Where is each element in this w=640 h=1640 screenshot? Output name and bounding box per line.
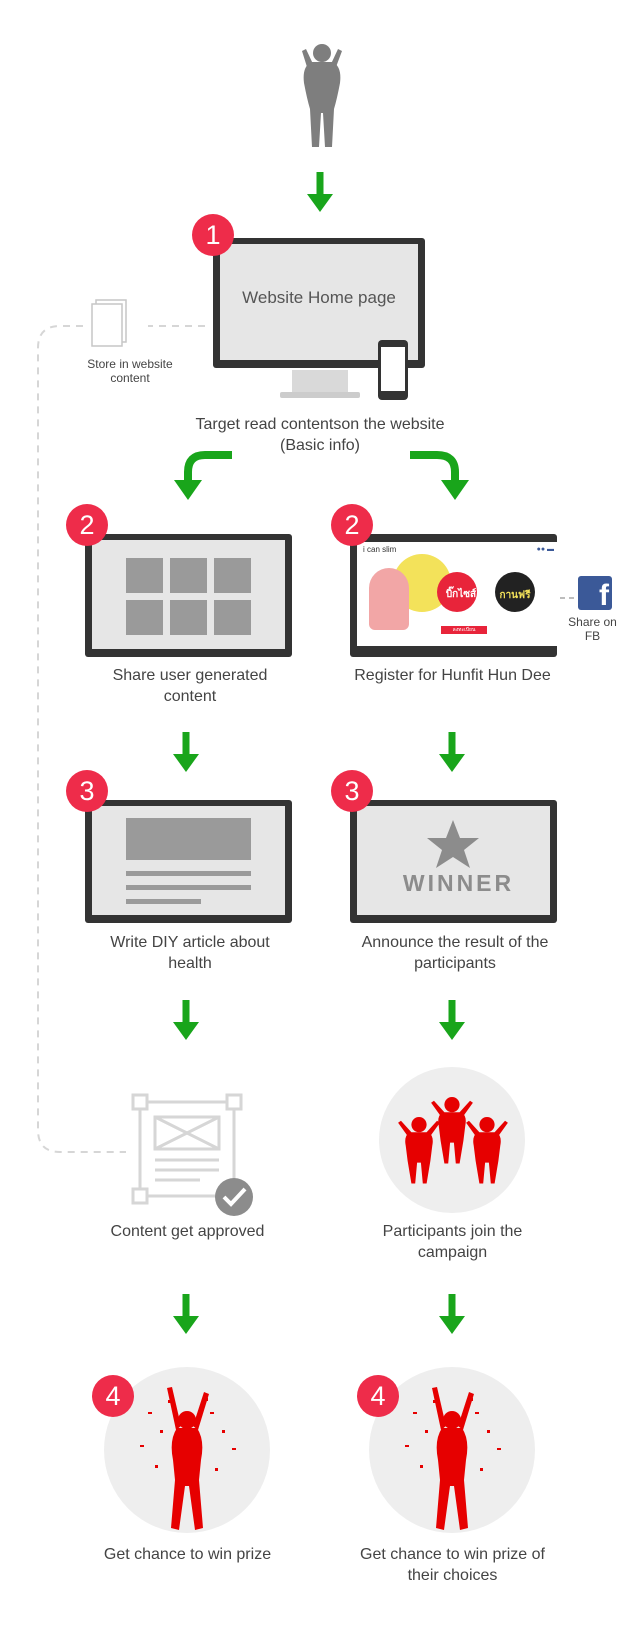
badge-step-2a: 2 <box>66 504 108 546</box>
document-icon <box>91 299 127 347</box>
banner-social-icons: ●● ▬ <box>536 546 554 553</box>
curved-arrow-left <box>184 451 232 484</box>
curved-arrow-right <box>410 451 459 484</box>
participants-label: Participants join the campaign <box>382 1223 523 1261</box>
arrow-3b <box>439 1000 465 1040</box>
share-fb-label: Share on FB <box>568 615 617 643</box>
arrow-4b <box>439 1294 465 1334</box>
facebook-icon: f <box>578 576 612 612</box>
check-icon <box>215 1178 253 1216</box>
winner-text: WINNER <box>402 870 515 896</box>
banner-register-button: ลงทะเบียน <box>441 626 487 634</box>
home-screen-text: Website Home page <box>242 288 396 307</box>
prize-left-label: Get chance to win prize <box>103 1546 272 1563</box>
register-label: Register for Hunfit Hun Dee <box>354 667 551 684</box>
banner-logo: i can slim <box>363 545 397 554</box>
confetti <box>140 1398 501 1471</box>
approved-label: Content get approved <box>110 1223 265 1240</box>
banner-model-image <box>369 568 409 630</box>
badge-step-3b: 3 <box>331 770 373 812</box>
badge-step-4b: 4 <box>357 1375 399 1417</box>
arrow-2a <box>173 732 199 772</box>
arrow-4a <box>173 1294 199 1334</box>
banner-text-sale: บิ๊กไซส์ <box>445 589 477 600</box>
badge-step-3a: 3 <box>66 770 108 812</box>
approved-document-icon <box>131 1093 243 1205</box>
step-read-label: Target read contentson the website (Basi… <box>195 416 445 454</box>
arrow-top <box>307 172 333 212</box>
dashed-return-path <box>37 325 205 1153</box>
grid-tiles <box>126 558 251 635</box>
banner-black-shape <box>495 572 535 612</box>
arrow-3a <box>173 1000 199 1040</box>
star-icon <box>427 820 479 868</box>
share-ugc-label: Share user generated content <box>112 667 268 705</box>
banner-red-shape <box>437 572 477 612</box>
badge-step-4a: 4 <box>92 1375 134 1417</box>
person-silhouette-icon <box>302 44 342 147</box>
store-note: Store in website content <box>87 357 173 385</box>
write-article-label: Write DIY article about health <box>110 934 270 972</box>
badge-step-2b: 2 <box>331 504 373 546</box>
banner-text-free: กานฟรี <box>499 590 531 601</box>
arrow-2b <box>439 732 465 772</box>
announce-label: Announce the result of the participants <box>361 934 549 972</box>
badge-step-1: 1 <box>192 214 234 256</box>
register-banner: i can slim ●● ▬ บิ๊กไซส์ กานฟรี ลงทะเบีย… <box>357 542 560 646</box>
prize-right-label: Get chance to win prize of their choices <box>360 1546 545 1584</box>
